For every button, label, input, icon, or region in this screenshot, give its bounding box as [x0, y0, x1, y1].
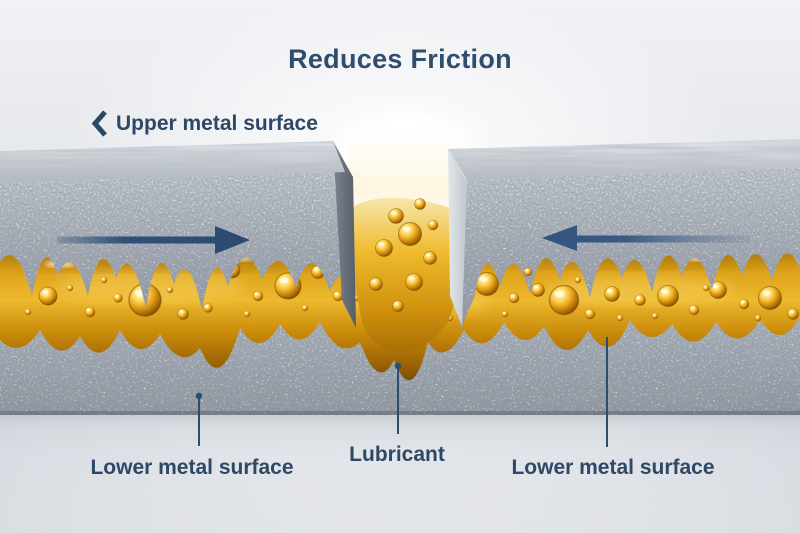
upper-block-left-top-face	[0, 141, 345, 183]
gap-inner-wall-left	[333, 141, 356, 328]
gap-inner-wall-right	[448, 149, 467, 326]
upper-metal-block-right	[448, 139, 800, 330]
leader-lines	[195, 337, 608, 447]
upper-surface-label-text: Upper metal surface	[116, 111, 318, 135]
upper-metal-block-left	[0, 141, 356, 328]
motion-arrow-right-icon	[57, 226, 250, 254]
lubricant-label: Lubricant	[349, 443, 445, 466]
motion-arrow-left-icon	[542, 225, 750, 251]
oil-droplet	[523, 267, 533, 277]
upper-block-right-top-face	[448, 139, 800, 180]
floor-reflection	[0, 415, 800, 533]
gap-channel	[333, 113, 477, 352]
lower-surface-left-label: Lower metal surface	[90, 456, 294, 479]
upper-surface-label: Upper metal surface	[92, 110, 318, 137]
lower-block-bottom-edge	[0, 411, 800, 416]
channel-lubricant	[353, 197, 458, 352]
diagram-title: Reduces Friction	[288, 44, 512, 74]
lower-surface-right-label: Lower metal surface	[511, 456, 715, 479]
chevron-left-icon	[92, 110, 107, 137]
